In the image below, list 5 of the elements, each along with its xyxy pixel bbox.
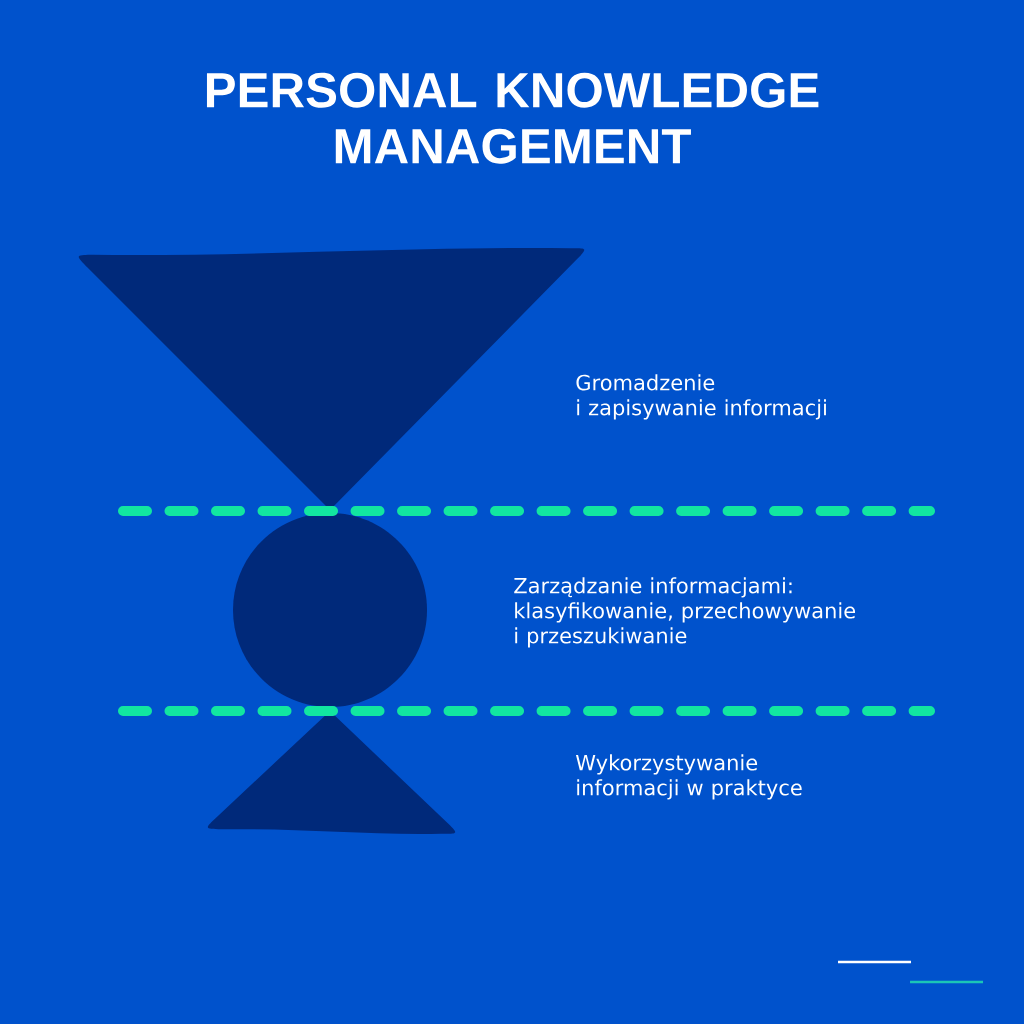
stage-description: Wykorzystywanie informacji w praktyce: [575, 754, 802, 800]
stage-description: Gromadzenie i zapisywanie informacji: [576, 374, 826, 420]
title: PERSONAL KNOWLEDGE MANAGEMENT: [206, 72, 819, 164]
circle: [233, 513, 427, 707]
stage-description: Zarządzanie informacjami: klasyfikowanie, przechowywanie i przeszukiwanie: [514, 577, 855, 648]
